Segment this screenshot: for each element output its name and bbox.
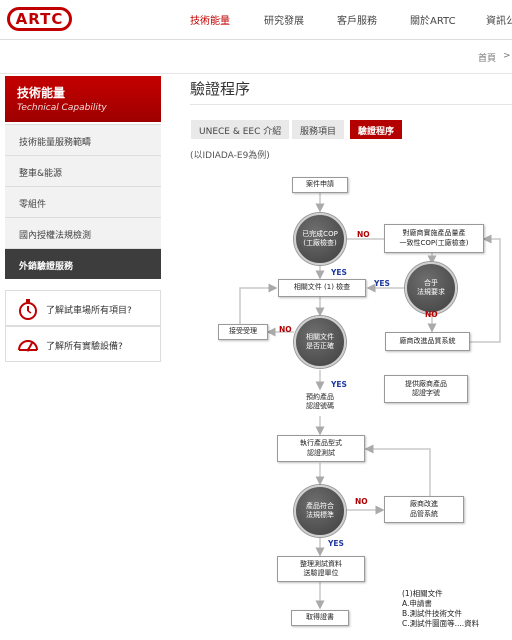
top-navigation-bar: ARTC 技術能量 研究發展 客戶服務 關於ARTC 資訊公 (0, 0, 512, 40)
sidebar-subtitle: Technical Capability (17, 103, 107, 113)
sidebar-header: 技術能量 Technical Capability (5, 76, 161, 122)
documents-legend: (1)相關文件 A.申請書 B.測試件技術文件 C.測試件圖面等....資料 (402, 589, 479, 630)
sidebar-item-domestic-testing[interactable]: 國內授權法規檢測 (5, 217, 161, 248)
flow-label-yes-documents: YES (331, 380, 347, 389)
flow-label-no-documents: NO (279, 325, 292, 334)
sidebar-item-export-certification[interactable]: 外銷驗證服務 (5, 248, 161, 279)
breadcrumb-home[interactable]: 首頁 (478, 54, 497, 64)
flow-type-approval-test: 執行產品型式 認證測試 (277, 435, 365, 462)
flow-decision-standard: 產品符合 法規標準 (294, 485, 346, 537)
stopwatch-icon (19, 299, 37, 320)
test-track-link-label: 了解試車場所有項目? (46, 306, 132, 316)
sidebar-title: 技術能量 (17, 86, 66, 100)
nav-customer-service[interactable]: 客戶服務 (337, 16, 377, 27)
legend-item-c: C.測試件圖面等....資料 (402, 619, 480, 629)
flow-book-certification: 預約產品 認證號碼 (306, 393, 334, 411)
legend-item-b: B.測試件技術文件 (402, 609, 463, 619)
tab-unece-eec-intro[interactable]: UNECE & EEC 介紹 (191, 120, 290, 139)
flow-document-check: 相關文件 (1) 檢查 (278, 279, 366, 297)
flow-accept-case: 接受受理 (218, 324, 268, 340)
flow-label-yes-cop: YES (331, 268, 347, 277)
breadcrumb (0, 40, 512, 74)
flow-label-no-standard: NO (355, 497, 368, 506)
logo-text: ARTC (15, 10, 64, 28)
tab-certification-procedure[interactable]: 驗證程序 (350, 120, 403, 139)
connector-accept-loop (239, 283, 278, 324)
nav-about[interactable]: 關於ARTC (410, 16, 456, 27)
legend-title: (1)相關文件 (402, 589, 443, 598)
test-track-link[interactable]: 了解試車場所有項目? (5, 290, 161, 326)
sidebar-item-service-scope[interactable]: 技術能量服務範疇 (5, 124, 161, 155)
nav-research[interactable]: 研究發展 (264, 16, 304, 27)
connector-improve-loop (470, 234, 501, 343)
flow-obtain-certificate: 取得證書 (291, 610, 349, 626)
flow-cop-audit: 對廠商實施產品量產 一致性COP(工廠檢查) (384, 224, 484, 253)
example-note: (以IDIADA-E9為例) (190, 151, 270, 161)
flow-label-no-cop: NO (357, 230, 370, 239)
title-divider (190, 104, 512, 105)
equipment-link-label: 了解所有實驗設備? (46, 342, 123, 352)
page-title: 驗證程序 (190, 80, 251, 98)
sidebar-item-vehicle-energy[interactable]: 整車&能源 (5, 155, 161, 186)
nav-information[interactable]: 資訊公 (486, 16, 512, 27)
flow-improve-quality-system: 廠商改進品質系統 (385, 332, 470, 351)
flow-improve-qc-system: 廠商改進 品管系統 (384, 496, 464, 523)
connector-system-loop (364, 444, 431, 496)
flow-decision-regulation: 合乎 法規要求 (405, 262, 457, 314)
flow-decision-cop: 已完成COP (工廠檢查) (294, 213, 346, 265)
equipment-link[interactable]: 了解所有實驗設備? (5, 326, 161, 362)
gauge-icon (18, 340, 38, 352)
sidebar-item-components[interactable]: 零組件 (5, 186, 161, 217)
flow-compile-test-data: 整理測試資料 送驗證單位 (277, 556, 365, 582)
tab-service-items[interactable]: 服務項目 (292, 120, 345, 139)
flow-label-yes-regulation: YES (374, 279, 390, 288)
legend-item-a: A.申請書 (402, 599, 432, 609)
flow-label-no-regulation: NO (425, 310, 438, 319)
flow-label-yes-standard: YES (328, 539, 344, 548)
flow-provide-certificate-number: 提供廠商產品 認證字號 (384, 375, 468, 403)
breadcrumb-separator: > (503, 51, 511, 61)
artc-logo[interactable]: ARTC (7, 7, 72, 31)
flow-decision-documents: 相關文件 是否正確 (294, 316, 346, 368)
flow-start-application: 案件申請 (292, 177, 348, 193)
nav-technical-capability[interactable]: 技術能量 (190, 16, 230, 27)
